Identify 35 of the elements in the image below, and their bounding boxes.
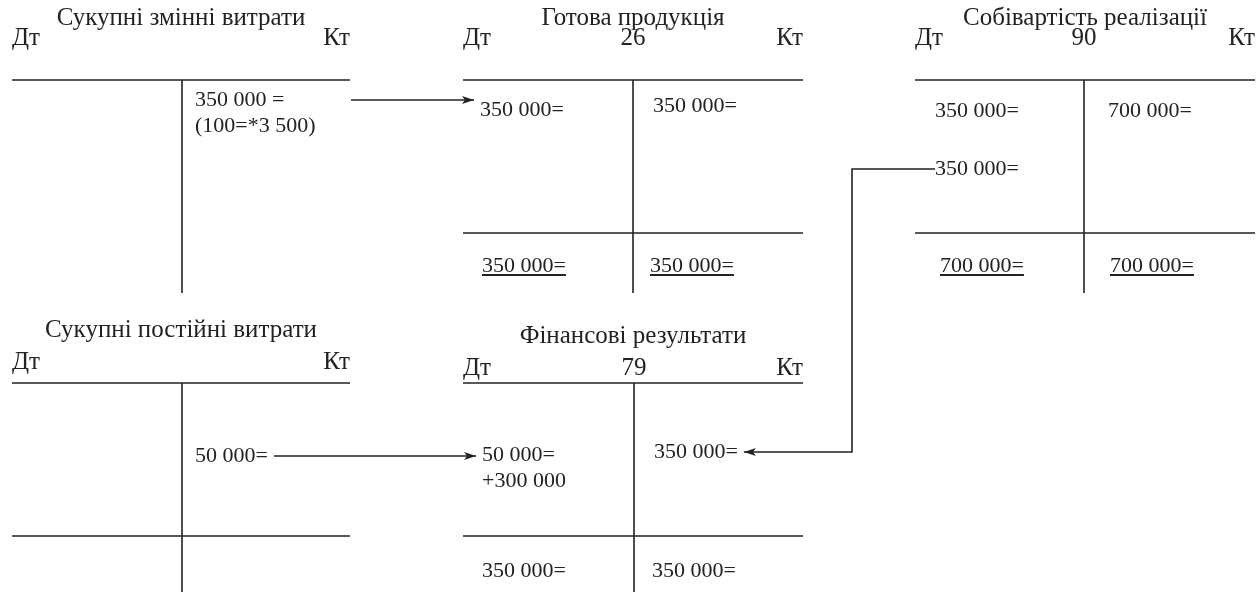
debit-label: Дт [12, 348, 40, 374]
debit-label: Дт [463, 24, 491, 50]
arrow [743, 168, 936, 456]
account-number: 79 [621, 354, 647, 380]
ledger-entry: 350 000 = (100=*3 500) [195, 86, 345, 138]
account-title: Сукупні постійні витрати [45, 316, 317, 342]
ledger-entry: 350 000= [480, 96, 564, 122]
credit-label: Кт [776, 354, 803, 380]
ledger-entry: 350 000= [482, 557, 566, 583]
ledger-entry: 350 000= [653, 92, 737, 118]
arrow [350, 96, 475, 104]
ledger-entry: 50 000= [195, 442, 268, 468]
ledger-entry: 700 000= [1108, 97, 1192, 123]
debit-label: Дт [12, 24, 40, 50]
ledger-entry: 350 000= [935, 97, 1019, 123]
credit-label: Кт [1228, 24, 1255, 50]
ledger-entry: 350 000= [482, 252, 566, 278]
credit-label: Кт [323, 348, 350, 374]
ledger-entry: 350 000= [650, 252, 734, 278]
ledger-entry: 350 000= [652, 557, 736, 583]
ledger-entry: 700 000= [1110, 252, 1194, 278]
debit-label: Дт [915, 24, 943, 50]
credit-label: Кт [323, 24, 350, 50]
ledger-entry: 50 000= +300 000 [482, 441, 582, 493]
account-title: Готова продукція [541, 4, 725, 30]
account-title: Фінансові результати [519, 322, 747, 348]
ledger-entry: 350 000= [654, 438, 738, 464]
t-account [915, 4, 1255, 293]
t-account [12, 316, 350, 592]
ledger-entry: 700 000= [940, 252, 1024, 278]
debit-label: Дт [463, 354, 491, 380]
ledger-entry: 350 000= [935, 155, 1019, 181]
arrow [273, 452, 477, 460]
account-title: Сукупні змінні витрати [56, 4, 306, 30]
credit-label: Кт [776, 24, 803, 50]
